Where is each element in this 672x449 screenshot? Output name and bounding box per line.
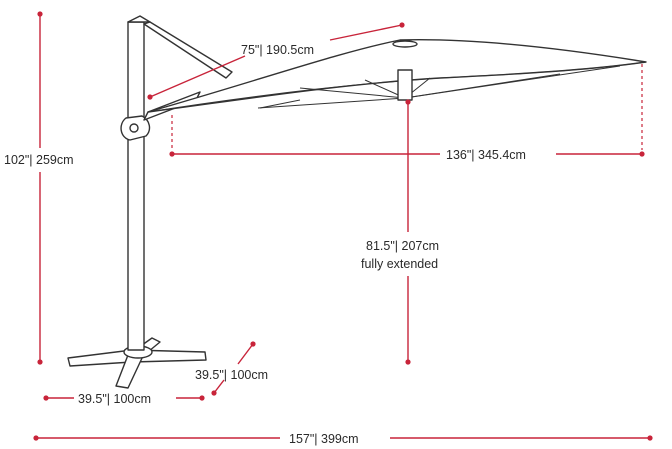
clearance-note-label: fully extended (361, 257, 438, 271)
clearance-value-label: 81.5"| 207cm (366, 239, 439, 253)
base-width-label: 39.5"| 100cm (78, 392, 151, 406)
base-depth-label: 39.5"| 100cm (195, 368, 268, 382)
pole (127, 21, 145, 351)
canopy (147, 39, 647, 113)
umbrella-illustration (67, 15, 647, 389)
arm-length-label: 75"| 190.5cm (241, 43, 314, 57)
canopy-width-label: 136"| 345.4cm (446, 148, 526, 162)
dimension-lines (33, 11, 653, 441)
total-height-label: 102"| 259cm (4, 153, 74, 167)
support-arm (143, 21, 233, 79)
total-width-label: 157"| 399cm (289, 432, 359, 446)
crank-handle (120, 115, 151, 141)
dimension-labels: 75"| 190.5cm 136"| 345.4cm 102"| 259cm 8… (4, 43, 526, 446)
